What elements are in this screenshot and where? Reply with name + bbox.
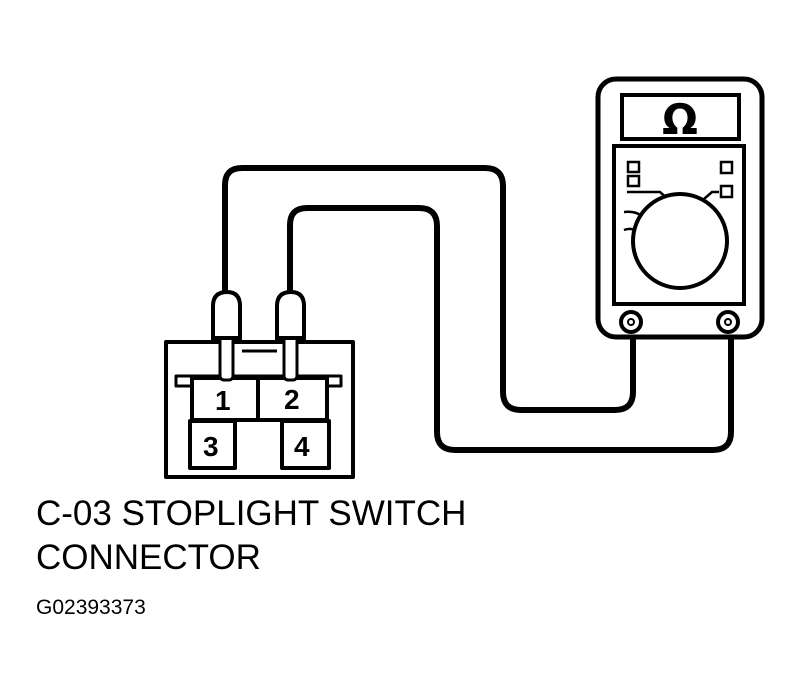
caption-title-line1: C-03 STOPLIGHT SWITCH [36,494,467,533]
cavity-3 [188,419,237,470]
probe-pin-2 [275,289,306,382]
probe-pins [211,289,306,382]
mode-indicators [626,160,734,199]
ohm-symbol: Ω [662,95,698,144]
test-lead-2 [287,205,734,453]
pin-label-2: 2 [284,384,300,415]
pin-label-4: 4 [294,431,310,462]
stoplight-switch-connector [164,340,355,479]
cavity-4 [280,419,331,470]
probe-pin-1 [211,289,242,382]
multimeter: Ω [595,76,765,340]
test-jacks [619,310,740,334]
caption-title-line2: CONNECTOR [36,538,261,577]
multimeter-inner-frame [612,144,746,306]
pin-label-3: 3 [203,431,219,462]
pin-label-1: 1 [215,385,231,416]
connector-housing [164,340,355,479]
test-leads [222,165,734,453]
pin-labels: 1 2 3 4 [203,384,310,462]
figure-id: G02393373 [36,596,146,619]
rotary-dial [631,192,729,290]
multimeter-display [620,93,741,141]
test-lead-1 [222,165,636,413]
